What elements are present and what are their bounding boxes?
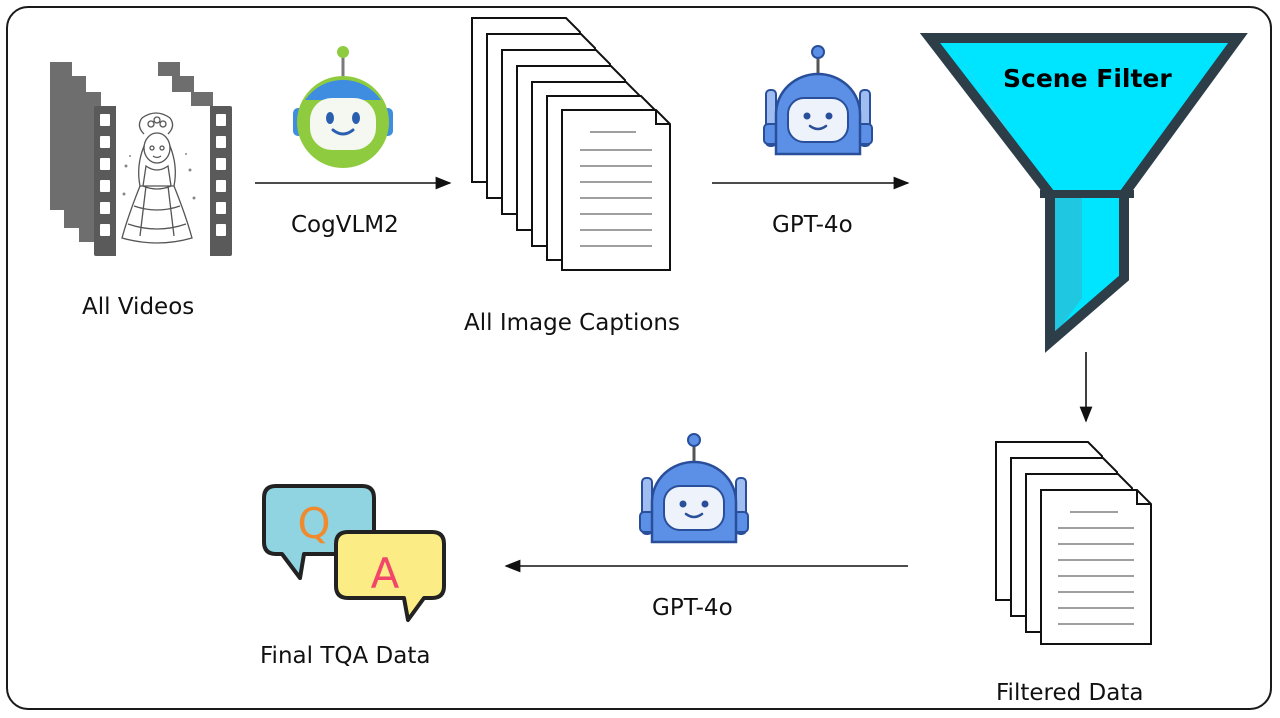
a-letter: A	[371, 549, 400, 598]
scene-filter-label: Scene Filter	[1003, 64, 1172, 93]
blue-robot-icon	[763, 45, 873, 156]
film-stack-icon	[50, 62, 232, 256]
blue-robot-icon	[639, 433, 749, 544]
gpt4o-top-label: GPT-4o	[772, 212, 853, 238]
qa-bubbles-icon: Q A	[262, 484, 446, 622]
diagram-frame	[6, 6, 1272, 710]
q-letter: Q	[297, 499, 330, 548]
document-stack-icon	[995, 441, 1152, 645]
gpt4o-bottom-label: GPT-4o	[652, 595, 733, 621]
all-videos-label: All Videos	[82, 294, 195, 320]
funnel-icon	[919, 33, 1248, 353]
green-robot-icon	[293, 46, 393, 168]
all-image-captions-label: All Image Captions	[464, 310, 680, 336]
document-stack-icon	[471, 17, 671, 271]
filtered-data-label: Filtered Data	[996, 680, 1144, 706]
final-tqa-data-label: Final TQA Data	[260, 643, 431, 669]
cogvlm2-label: CogVLM2	[291, 212, 399, 238]
